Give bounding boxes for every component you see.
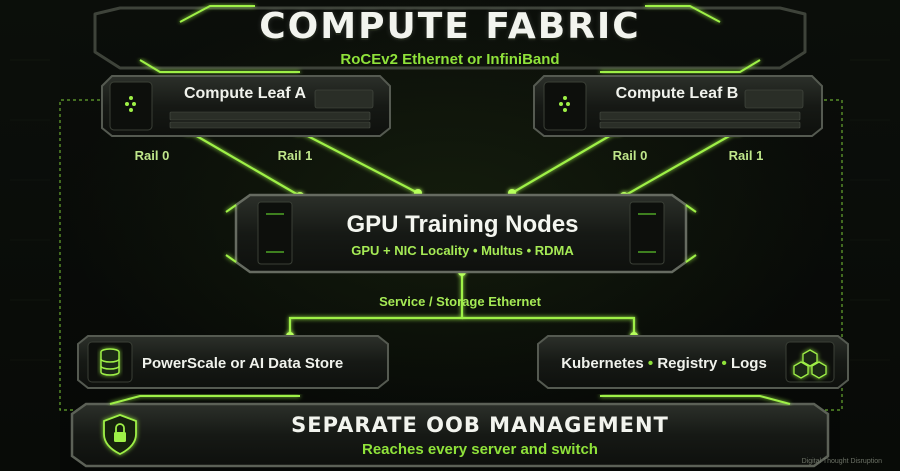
- rail-connectors: [187, 130, 739, 197]
- leaf-b-rail-1-label: Rail 1: [728, 148, 764, 163]
- storage-label: PowerScale or AI Data Store: [142, 355, 344, 372]
- leaf-a-ports: [169, 89, 374, 129]
- diagram-subtitle: RoCEv2 Ethernet or InfiniBand: [340, 51, 560, 68]
- diagram-title: COMPUTE FABRIC: [259, 6, 641, 47]
- oob-panel[interactable]: [70, 395, 830, 468]
- gpu-nodes-title: GPU Training Nodes: [346, 211, 579, 238]
- platform-item-registry: Registry: [657, 355, 718, 372]
- service-connectors: [288, 272, 636, 336]
- leaf-a-status-icon: [125, 96, 136, 112]
- rail-endpoints: [184, 127, 742, 200]
- leaf-a-rail-1-label: Rail 1: [277, 148, 313, 163]
- watermark: Digital Thought Disruption: [801, 458, 882, 465]
- compute-leaf-a-panel[interactable]: [101, 75, 391, 137]
- platform-separator: •: [721, 355, 727, 372]
- compute-leaf-b-panel[interactable]: [533, 75, 823, 137]
- leaf-a-rail-0-label: Rail 0: [134, 148, 170, 163]
- platform-item-kubernetes: Kubernetes: [561, 355, 644, 372]
- leaf-b-status-icon: [559, 96, 570, 112]
- shield-lock-icon: [103, 414, 137, 456]
- leaf-b-rail-0-label: Rail 0: [612, 148, 648, 163]
- platform-panel[interactable]: [537, 335, 849, 389]
- platform-item-logs: Logs: [730, 355, 767, 372]
- oob-subtitle: Reaches every server and switch: [362, 441, 598, 458]
- database-icon: [100, 348, 120, 376]
- leaf-b-ports: [599, 89, 804, 129]
- compute-leaf-a-label: Compute Leaf A: [183, 85, 307, 102]
- compute-leaf-b-label: Compute Leaf B: [615, 85, 739, 102]
- platform-separator: •: [647, 355, 654, 372]
- platform-label: Kubernetes • Registry • Logs: [548, 355, 780, 372]
- gpu-nodes-panel[interactable]: [225, 193, 697, 274]
- cubes-icon: [793, 349, 827, 379]
- service-network-label: Service / Storage Ethernet: [379, 294, 541, 309]
- gpu-nodes-subtitle: GPU + NIC Locality • Multus • RDMA: [351, 243, 574, 258]
- oob-title: SEPARATE OOB MANAGEMENT: [291, 413, 669, 437]
- storage-panel[interactable]: [77, 335, 389, 389]
- title-frame: [93, 5, 807, 73]
